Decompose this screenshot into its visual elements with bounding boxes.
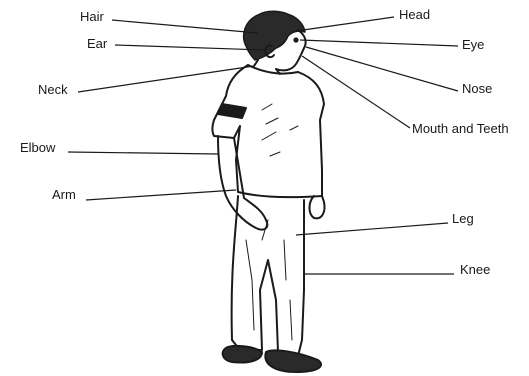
- elbow-leader-line: [68, 152, 218, 154]
- label-mouth-and-teeth: Mouth and Teeth: [412, 121, 509, 136]
- shirt-shading: [262, 104, 298, 156]
- ear-leader-line: [115, 45, 264, 50]
- label-hair: Hair: [80, 9, 104, 24]
- head-leader-line: [296, 17, 394, 31]
- eye-leader-line: [300, 40, 458, 46]
- trousers-shading: [246, 220, 292, 340]
- arm-shape: [218, 136, 267, 230]
- arm-leader-line: [86, 190, 236, 200]
- mouth-teeth-leader-line: [302, 56, 410, 128]
- left-shoe: [223, 346, 262, 363]
- person-figure: [213, 11, 325, 372]
- hair-leader-line: [112, 20, 258, 33]
- label-head: Head: [399, 7, 430, 22]
- label-nose: Nose: [462, 81, 492, 96]
- hair-shape: [244, 11, 305, 60]
- label-neck: Neck: [38, 82, 68, 97]
- label-ear: Ear: [87, 36, 107, 51]
- eye-mark: [294, 38, 297, 41]
- right-hand: [310, 196, 325, 218]
- label-eye: Eye: [462, 37, 484, 52]
- sleeve-cuff: [218, 104, 246, 118]
- label-elbow: Elbow: [20, 140, 55, 155]
- leg-leader-line: [296, 223, 448, 235]
- label-leg: Leg: [452, 211, 474, 226]
- shirt-outline: [213, 65, 325, 197]
- nose-leader-line: [306, 47, 458, 91]
- right-shoe: [265, 350, 321, 372]
- label-arm: Arm: [52, 187, 76, 202]
- label-knee: Knee: [460, 262, 490, 277]
